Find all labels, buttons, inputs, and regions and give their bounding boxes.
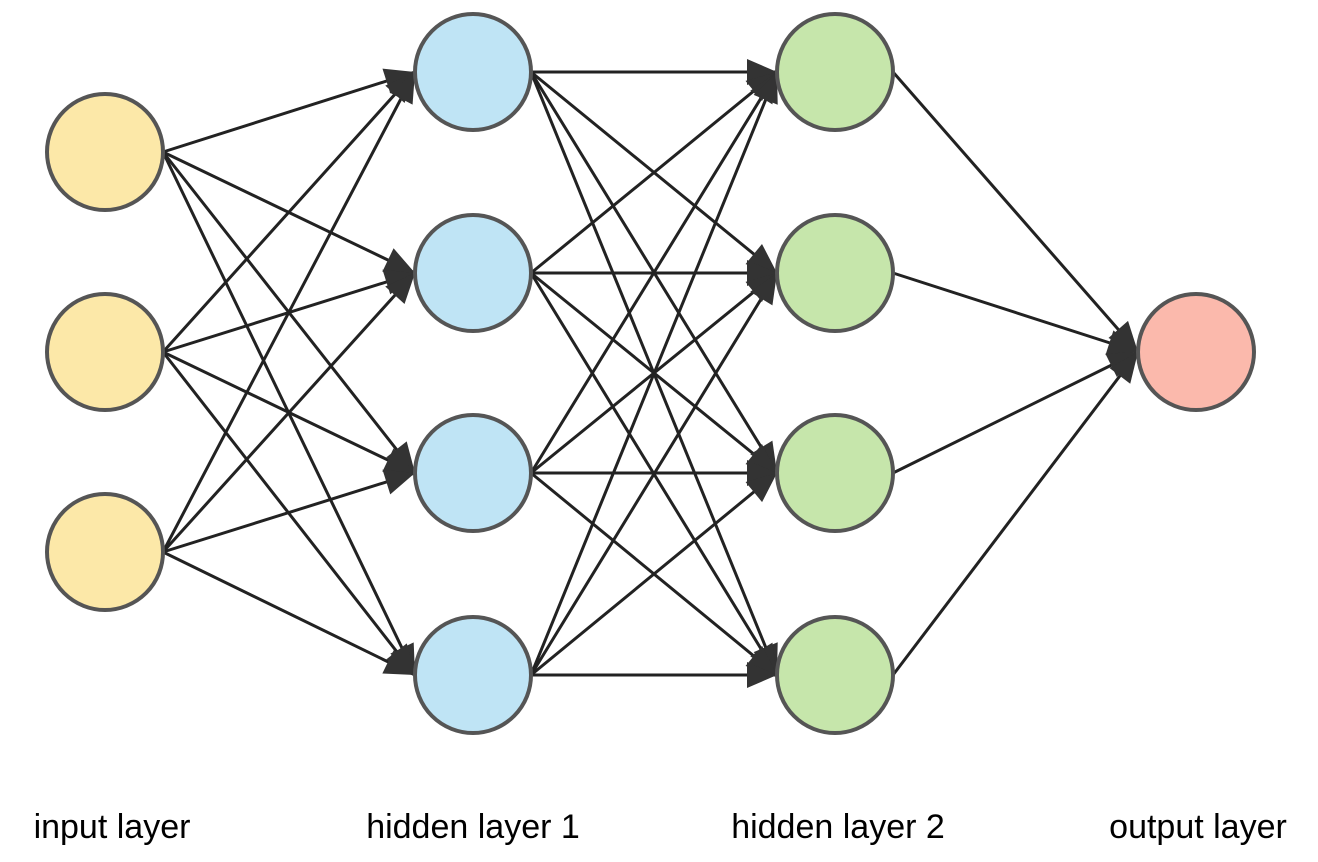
arrowhead-icon bbox=[747, 662, 777, 688]
node-hidden1-1[interactable] bbox=[413, 12, 533, 132]
node-hidden1-2[interactable] bbox=[413, 213, 533, 333]
edge-hidden20-output0 bbox=[891, 71, 1140, 353]
layer-label-input: input layer bbox=[34, 808, 191, 846]
node-hidden2-1[interactable] bbox=[775, 12, 895, 132]
edge-hidden13-hidden21 bbox=[529, 272, 779, 676]
layer-nodes-hidden1 bbox=[413, 12, 533, 735]
arrowhead-icon bbox=[745, 473, 777, 503]
edge-input2-hidden12 bbox=[162, 471, 416, 554]
edge-input2-hidden11 bbox=[161, 271, 417, 554]
layer-label-output: output layer bbox=[1109, 808, 1287, 846]
edge-hidden13-hidden22 bbox=[530, 471, 778, 677]
layer-nodes-output bbox=[1136, 292, 1256, 412]
node-input-2[interactable] bbox=[45, 292, 165, 412]
edge-bundle-input-to-hidden1 bbox=[161, 70, 417, 677]
edge-input2-hidden10 bbox=[161, 71, 417, 553]
arrowhead-icon bbox=[382, 650, 415, 675]
edge-hidden21-output0 bbox=[892, 271, 1139, 354]
edge-hidden12-hidden20 bbox=[529, 71, 779, 474]
arrowhead-icon bbox=[753, 72, 778, 105]
arrowhead-icon bbox=[382, 248, 415, 273]
arrowhead-icon bbox=[1109, 352, 1138, 384]
arrowhead-icon bbox=[1105, 330, 1138, 356]
node-input-1[interactable] bbox=[45, 92, 165, 212]
layer-nodes-input bbox=[45, 92, 165, 612]
edges-group bbox=[161, 70, 1140, 677]
node-input-3[interactable] bbox=[45, 492, 165, 612]
edge-input2-hidden13 bbox=[162, 550, 416, 677]
arrowhead-icon bbox=[382, 448, 415, 473]
nodes-group bbox=[45, 12, 1256, 735]
arrowhead-icon bbox=[1108, 320, 1138, 352]
arrowheads-group bbox=[382, 59, 1138, 688]
node-hidden2-3[interactable] bbox=[775, 413, 895, 533]
node-hidden1-4[interactable] bbox=[413, 615, 533, 735]
edge-hidden11-hidden20 bbox=[530, 70, 778, 275]
node-hidden2-2[interactable] bbox=[775, 213, 895, 333]
edge-bundle-hidden1-to-hidden2 bbox=[529, 70, 779, 677]
layer-label-hidden1: hidden layer 1 bbox=[366, 808, 580, 846]
node-hidden1-3[interactable] bbox=[413, 413, 533, 533]
arrowhead-icon bbox=[385, 273, 415, 304]
node-hidden2-4[interactable] bbox=[775, 615, 895, 735]
edge-hidden22-output0 bbox=[892, 350, 1139, 475]
arrowhead-icon bbox=[750, 273, 777, 306]
edge-input1-hidden10 bbox=[161, 70, 417, 354]
edge-bundle-hidden2-to-output bbox=[891, 71, 1140, 676]
layer-label-hidden2: hidden layer 2 bbox=[731, 808, 945, 846]
edge-hidden23-output0 bbox=[891, 351, 1140, 676]
edge-input0-hidden10 bbox=[162, 70, 416, 154]
layer-labels-group: input layer hidden layer 1 hidden layer 2 o… bbox=[34, 808, 1287, 846]
node-output-1[interactable] bbox=[1136, 292, 1256, 412]
edge-hidden13-hidden20 bbox=[529, 71, 779, 676]
arrowhead-icon bbox=[382, 469, 415, 495]
arrowhead-icon bbox=[389, 72, 415, 105]
layer-nodes-hidden2 bbox=[775, 12, 895, 735]
